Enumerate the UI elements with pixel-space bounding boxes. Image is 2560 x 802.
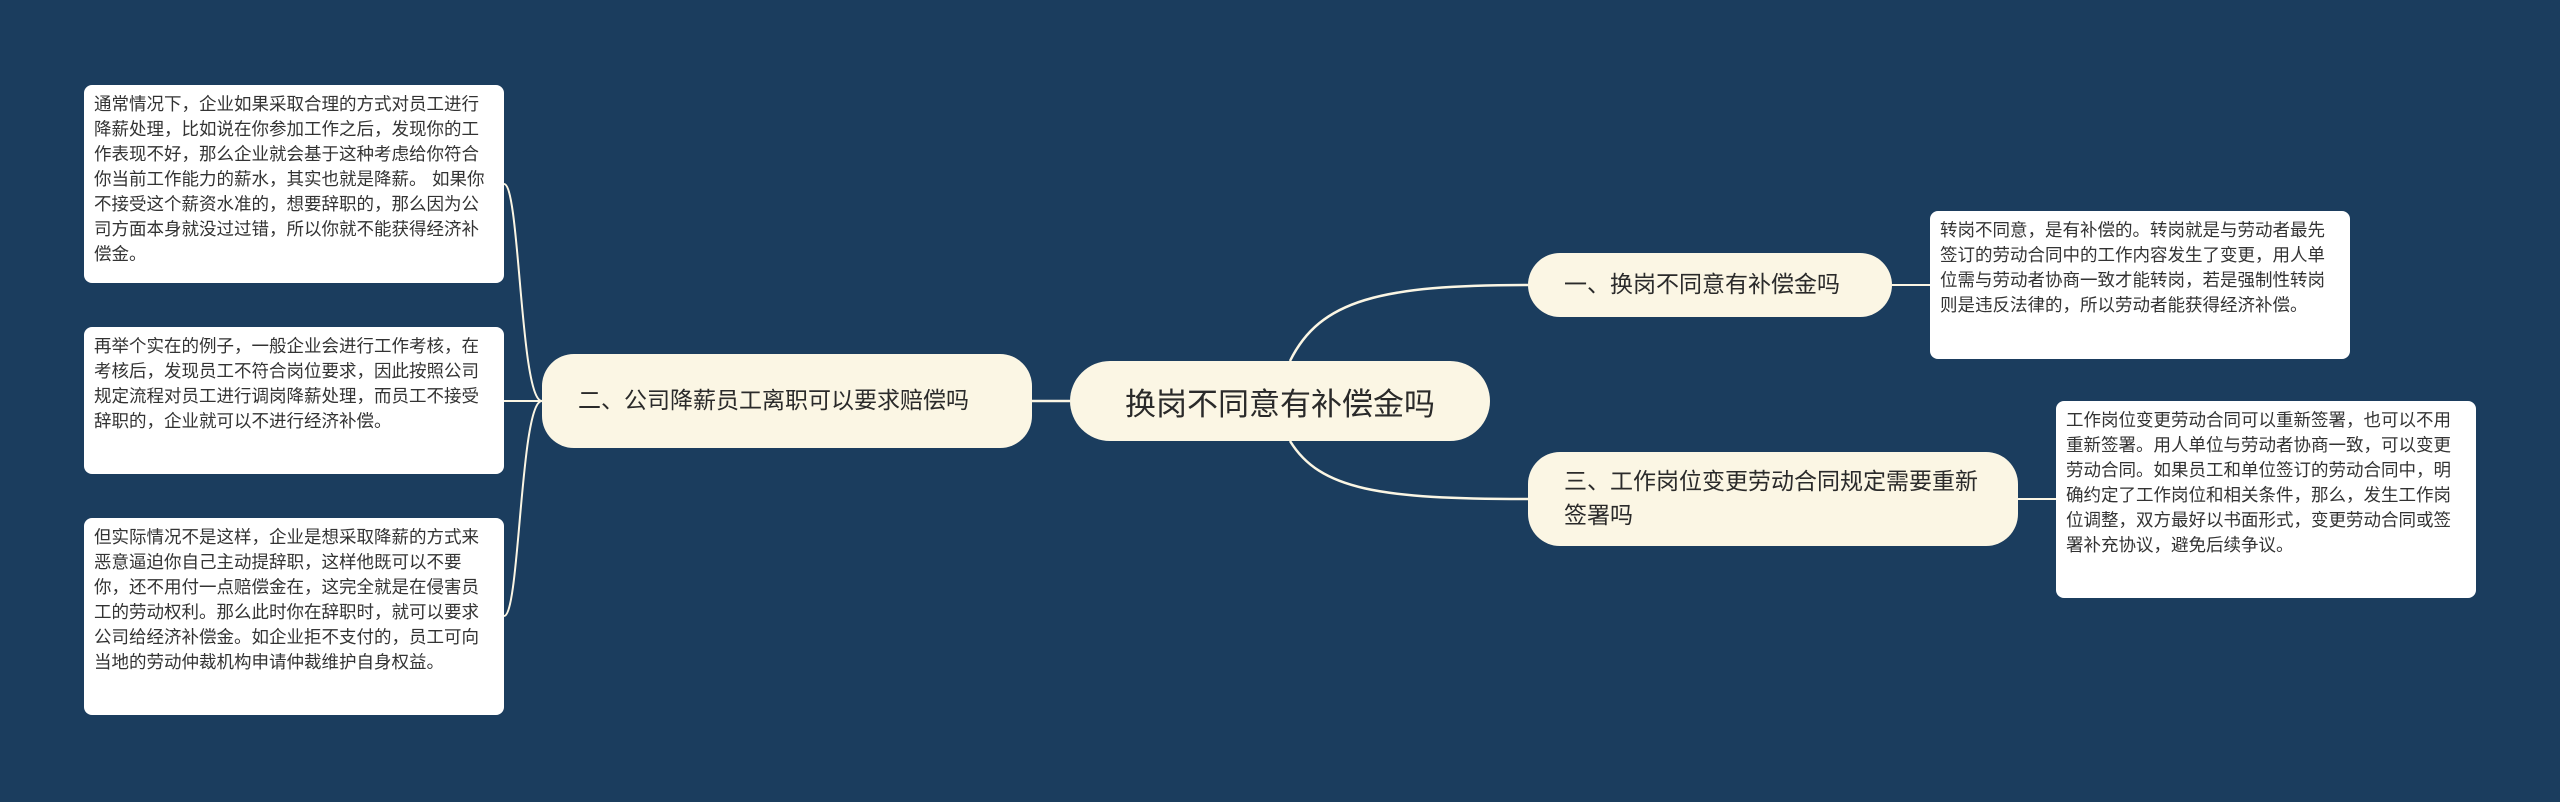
branch-node-3-label: 三、工作岗位变更劳动合同规定需要重新签署吗 xyxy=(1564,469,1978,529)
connector-branch-2-leaf-1 xyxy=(503,183,543,402)
connector-root-branch-3 xyxy=(1288,440,1529,501)
connector-branch-2-leaf-3 xyxy=(503,400,543,617)
leaf-node-branch-1[interactable]: 转岗不同意，是有补偿的。转岗就是与劳动者最先签订的劳动合同中的工作内容发生了变更… xyxy=(1930,211,2350,359)
leaf-node-branch-2-a-text: 通常情况下，企业如果采取合理的方式对员工进行降薪处理，比如说在你参加工作之后，发… xyxy=(94,95,485,265)
branch-node-2-label: 二、公司降薪员工离职可以要求赔偿吗 xyxy=(578,388,969,414)
leaf-node-branch-2-a[interactable]: 通常情况下，企业如果采取合理的方式对员工进行降薪处理，比如说在你参加工作之后，发… xyxy=(84,85,504,283)
leaf-node-branch-1-text: 转岗不同意，是有补偿的。转岗就是与劳动者最先签订的劳动合同中的工作内容发生了变更… xyxy=(1940,221,2325,316)
branch-node-1[interactable]: 一、换岗不同意有补偿金吗 xyxy=(1528,253,1892,317)
branch-node-2[interactable]: 二、公司降薪员工离职可以要求赔偿吗 xyxy=(542,354,1032,448)
connector-root-branch-1 xyxy=(1288,283,1529,362)
leaf-node-branch-2-b-text: 再举个实在的例子，一般企业会进行工作考核，在考核后，发现员工不符合岗位要求，因此… xyxy=(94,337,479,432)
leaf-node-branch-2-b[interactable]: 再举个实在的例子，一般企业会进行工作考核，在考核后，发现员工不符合岗位要求，因此… xyxy=(84,327,504,474)
leaf-node-branch-2-c[interactable]: 但实际情况不是这样，企业是想采取降薪的方式来恶意逼迫你自己主动提辞职，这样他既可… xyxy=(84,518,504,715)
root-node-label: 换岗不同意有补偿金吗 xyxy=(1125,386,1435,423)
branch-node-3[interactable]: 三、工作岗位变更劳动合同规定需要重新签署吗 xyxy=(1528,452,2018,546)
root-node[interactable]: 换岗不同意有补偿金吗 xyxy=(1070,361,1490,441)
leaf-node-branch-3[interactable]: 工作岗位变更劳动合同可以重新签署，也可以不用重新签署。用人单位与劳动者协商一致，… xyxy=(2056,401,2476,598)
leaf-node-branch-2-c-text: 但实际情况不是这样，企业是想采取降薪的方式来恶意逼迫你自己主动提辞职，这样他既可… xyxy=(94,528,479,673)
branch-node-1-label: 一、换岗不同意有补偿金吗 xyxy=(1564,272,1840,298)
leaf-node-branch-3-text: 工作岗位变更劳动合同可以重新签署，也可以不用重新签署。用人单位与劳动者协商一致，… xyxy=(2066,411,2451,556)
